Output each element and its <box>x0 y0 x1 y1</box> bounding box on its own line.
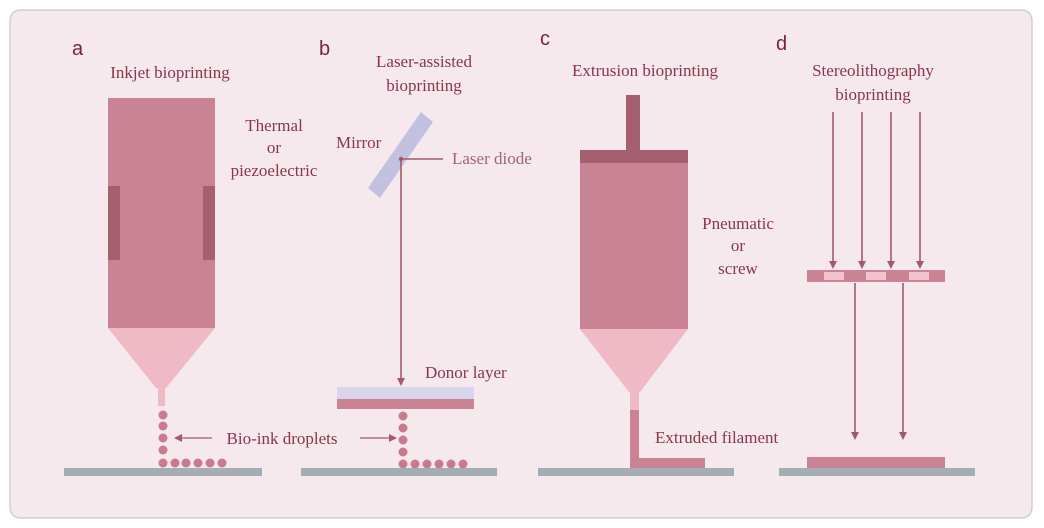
inkjet-mechanism-line-3: piezoelectric <box>231 161 318 180</box>
droplet <box>158 433 168 443</box>
photomask-window <box>866 272 886 280</box>
panel-c-letter: c <box>540 28 550 50</box>
droplet <box>398 447 408 457</box>
droplet <box>158 458 168 468</box>
photomask-window <box>909 272 929 280</box>
panel-a-letter: a <box>72 38 84 60</box>
inkjet-nozzle-tip <box>158 388 165 406</box>
droplet <box>398 411 408 421</box>
incident-light-rays <box>829 112 924 269</box>
droplet <box>434 459 444 469</box>
photomask-window <box>824 272 844 280</box>
extruded-filament-label: Extruded filament <box>655 428 778 447</box>
inkjet-substrate <box>64 468 262 476</box>
extrusion-substrate <box>538 468 734 476</box>
droplet <box>158 421 168 431</box>
panel-d-title-line-2: bioprinting <box>835 85 911 104</box>
donor-layer-top <box>337 387 474 399</box>
extrusion-nozzle-tip <box>630 392 639 410</box>
droplet <box>458 459 468 469</box>
panel-extrusion: c Extrusion bioprinting Pneumatic or scr… <box>538 28 778 476</box>
laser-substrate <box>301 468 497 476</box>
droplet <box>193 458 203 468</box>
droplet <box>158 445 168 455</box>
panel-b-title-line-1: Laser-assisted <box>376 52 472 71</box>
inkjet-nozzle <box>108 328 215 388</box>
cured-layer <box>807 457 945 468</box>
transmitted-light-rays <box>851 283 907 440</box>
panel-a-title: Inkjet bioprinting <box>110 63 230 82</box>
droplet <box>205 458 215 468</box>
mirror <box>368 112 433 198</box>
droplet <box>398 459 408 469</box>
mirror-label: Mirror <box>336 133 382 152</box>
droplet <box>422 459 432 469</box>
donor-layer-bioink <box>337 399 474 409</box>
inkjet-mechanism-line-2: or <box>267 138 282 157</box>
extrusion-plunger-plate <box>580 150 688 163</box>
stereolithography-substrate <box>779 468 975 476</box>
laser-diode-label: Laser diode <box>452 149 532 168</box>
inkjet-droplets <box>158 410 227 468</box>
droplets-annotation: Bio-ink droplets <box>174 429 397 448</box>
panel-inkjet: a Inkjet bioprinting Thermal or piezoele… <box>64 38 318 476</box>
inkjet-actuator-left <box>108 186 120 260</box>
droplet <box>217 458 227 468</box>
extrusion-plunger-rod <box>626 95 640 150</box>
panel-stereolithography: d Stereolithography bioprinting <box>776 33 975 476</box>
donor-layer-label: Donor layer <box>425 363 507 382</box>
extrusion-nozzle <box>580 329 688 392</box>
inkjet-actuator-right <box>203 186 215 260</box>
droplet <box>446 459 456 469</box>
panel-d-letter: d <box>776 33 787 55</box>
droplet <box>181 458 191 468</box>
photomask <box>807 270 945 282</box>
extruded-filament <box>630 410 705 468</box>
extrusion-mechanism-line-3: screw <box>718 259 758 278</box>
panel-b-title-line-2: bioprinting <box>386 76 462 95</box>
panel-laser-assisted: b Laser-assisted bioprinting Mirror Lase… <box>301 38 532 476</box>
droplet <box>170 458 180 468</box>
droplet <box>158 410 168 420</box>
extrusion-mechanism-line-2: or <box>731 236 746 255</box>
droplet <box>398 423 408 433</box>
droplet <box>398 435 408 445</box>
panel-d-title-line-1: Stereolithography <box>812 61 934 80</box>
panel-c-title: Extrusion bioprinting <box>572 61 718 80</box>
extrusion-syringe-body <box>580 163 688 329</box>
panel-b-letter: b <box>319 38 330 60</box>
laser-droplets <box>398 411 468 469</box>
droplet <box>410 459 420 469</box>
droplets-label: Bio-ink droplets <box>227 429 338 448</box>
extrusion-mechanism-line-1: Pneumatic <box>702 214 774 233</box>
diagram-background <box>9 9 1033 519</box>
inkjet-mechanism-line-1: Thermal <box>245 116 303 135</box>
inkjet-printhead-body <box>108 98 215 328</box>
